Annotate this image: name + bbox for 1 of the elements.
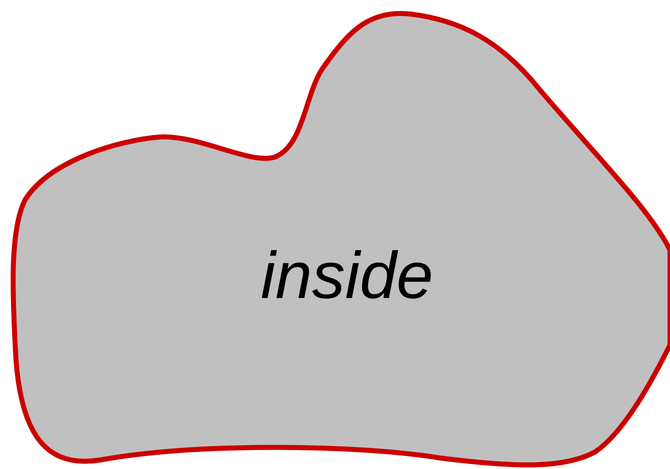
region-label: inside [260, 242, 434, 308]
